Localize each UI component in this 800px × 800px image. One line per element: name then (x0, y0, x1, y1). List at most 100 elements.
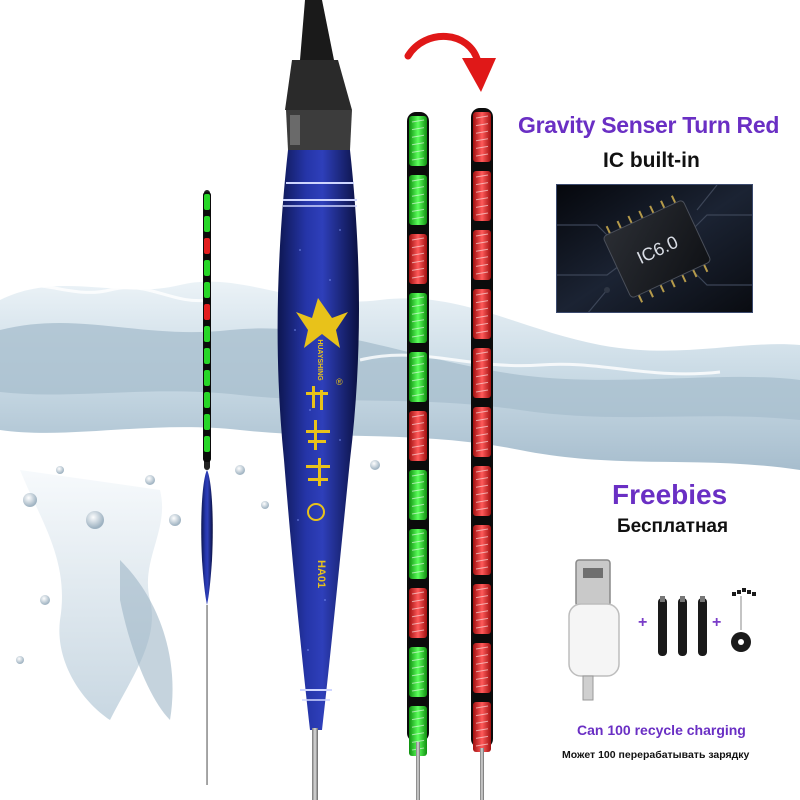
red-led-segment (409, 234, 427, 284)
led-highlight (475, 307, 489, 311)
led-highlight (475, 300, 489, 304)
red-led-segment (473, 112, 491, 162)
led-highlight (475, 440, 489, 444)
green-led-segment (204, 194, 210, 210)
red-led-segment (473, 230, 491, 280)
green-led-segment (409, 116, 427, 166)
led-highlight (411, 363, 425, 367)
red-led-segment (473, 171, 491, 221)
red-led-segment (473, 348, 491, 398)
led-highlight (475, 684, 489, 688)
led-highlight (411, 326, 425, 330)
led-highlight (411, 319, 425, 323)
led-highlight (411, 245, 425, 249)
led-highlight (411, 688, 425, 692)
led-highlight (411, 237, 425, 241)
led-highlight (475, 138, 489, 142)
led-highlight (411, 275, 425, 279)
led-highlight (475, 713, 489, 717)
battery-pin-icon (658, 596, 707, 656)
led-highlight (411, 260, 425, 264)
led-highlight (411, 532, 425, 536)
led-highlight (475, 366, 489, 370)
headline: Gravity Senser Turn Red (518, 112, 780, 138)
led-highlight (475, 410, 489, 414)
led-highlight (411, 540, 425, 544)
green-led-segment (204, 260, 210, 276)
water-splash (0, 281, 800, 720)
led-highlight (475, 617, 489, 621)
rubber-stopper-icon (731, 588, 756, 652)
led-highlight (475, 351, 489, 355)
red-led-segment (473, 466, 491, 516)
led-highlight (475, 676, 489, 680)
led-stick-green (407, 112, 429, 800)
led-highlight (411, 149, 425, 153)
led-highlight (475, 566, 489, 570)
led-highlight (411, 119, 425, 123)
led-highlight (475, 743, 489, 747)
led-highlight (475, 433, 489, 437)
red-led-segment (473, 289, 491, 339)
led-highlight (411, 658, 425, 662)
led-highlight (475, 292, 489, 296)
led-highlight (411, 503, 425, 507)
led-highlight (411, 267, 425, 271)
led-highlight (411, 252, 425, 256)
led-highlight (475, 130, 489, 134)
led-highlight (411, 414, 425, 418)
chip-panel: IC6.0 (556, 184, 753, 313)
red-led-segment (204, 304, 210, 320)
led-highlight (411, 201, 425, 205)
led-highlight (411, 547, 425, 551)
led-highlight (411, 570, 425, 574)
led-highlight (411, 488, 425, 492)
led-highlight (411, 208, 425, 212)
float-model-text: HA01 (315, 560, 327, 588)
green-led-segment (409, 175, 427, 225)
green-led-segment (204, 326, 210, 342)
led-highlight (411, 134, 425, 138)
led-highlight (475, 669, 489, 673)
led-highlight (411, 157, 425, 161)
red-led-segment (473, 643, 491, 693)
green-led-segment (409, 470, 427, 520)
red-led-segment (473, 702, 491, 752)
registered-mark: ® (336, 377, 343, 387)
led-highlight (411, 673, 425, 677)
led-highlight (411, 355, 425, 359)
green-led-segment (204, 370, 210, 386)
led-highlight (411, 452, 425, 456)
green-led-segment (409, 706, 427, 756)
fishing-float: HUAYSHING ® HA01 (277, 150, 359, 800)
green-led-segment (409, 647, 427, 697)
subheadline: IC built-in (603, 149, 700, 172)
led-highlight (475, 595, 489, 599)
led-highlight (475, 492, 489, 496)
green-led-segment (204, 392, 210, 408)
led-highlight (475, 189, 489, 193)
led-highlight (475, 248, 489, 252)
led-highlight (475, 720, 489, 724)
led-highlight (411, 178, 425, 182)
led-highlight (411, 591, 425, 595)
led-highlight (475, 182, 489, 186)
led-highlight (475, 381, 489, 385)
curved-arrow-icon (404, 32, 496, 92)
led-highlight (411, 127, 425, 131)
led-highlight (411, 142, 425, 146)
red-led-segment (204, 238, 210, 254)
led-highlight (411, 370, 425, 374)
red-led-segment (409, 411, 427, 461)
led-highlight (475, 115, 489, 119)
led-highlight (475, 602, 489, 606)
green-led-segment (409, 352, 427, 402)
led-highlight (411, 650, 425, 654)
led-highlight (475, 256, 489, 260)
green-led-segment (204, 348, 210, 364)
green-led-segment (204, 282, 210, 298)
green-led-segment (204, 216, 210, 232)
led-highlight (475, 587, 489, 591)
red-led-segment (473, 407, 491, 457)
